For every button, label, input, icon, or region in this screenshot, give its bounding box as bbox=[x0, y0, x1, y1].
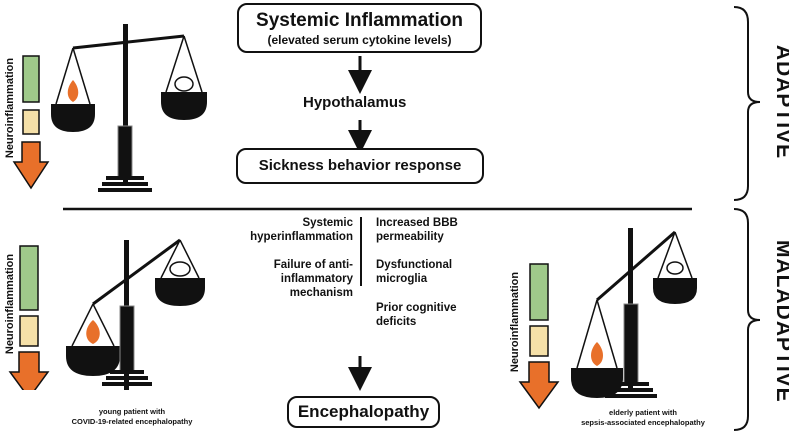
down-arrow-icon bbox=[518, 361, 560, 410]
maladaptive-label: MALADAPTIVE bbox=[772, 240, 789, 403]
scale-pole bbox=[123, 24, 128, 186]
brain-icon bbox=[174, 76, 194, 92]
systemic-inflammation-subtitle: (elevated serum cytokine levels) bbox=[267, 33, 452, 47]
bracket-icon bbox=[733, 208, 761, 431]
scale-beam bbox=[72, 34, 185, 50]
neuroinflammation-bar-green bbox=[529, 263, 549, 321]
scale-pan bbox=[161, 92, 207, 120]
elderly-patient-balance-scale bbox=[518, 228, 697, 410]
factor-prior-cognitive-deficits: Prior cognitive deficits bbox=[376, 302, 457, 328]
factor-dysfunctional-microglia: Dysfunctional microglia bbox=[376, 259, 453, 285]
down-arrow-icon bbox=[12, 141, 50, 190]
down-arrow-icon bbox=[8, 351, 50, 390]
flame-icon bbox=[86, 320, 100, 344]
factor-bbb-permeability: Increased BBB permeability bbox=[376, 217, 458, 243]
brain-icon bbox=[169, 261, 191, 277]
scale-beam bbox=[92, 238, 181, 306]
scale-pan bbox=[653, 278, 697, 304]
factor-anti-inflammatory-failure: Failure of anti- inflammatory mechanism bbox=[273, 259, 353, 299]
systemic-inflammation-box: Systemic Inflammation (elevated serum cy… bbox=[237, 3, 482, 53]
sickness-behavior-box: Sickness behavior response bbox=[236, 148, 484, 184]
scale-pan bbox=[66, 346, 120, 376]
young-patient-balance-scale bbox=[8, 238, 205, 390]
hypothalamus-label: Hypothalamus bbox=[303, 94, 407, 111]
elderly-patient-caption: elderly patient with sepsis-associated e… bbox=[581, 408, 705, 427]
bracket-icon bbox=[733, 6, 761, 201]
young-patient-caption: young patient with COVID-19-related ence… bbox=[71, 407, 193, 426]
scale-pan bbox=[155, 278, 205, 306]
neuroinflammation-bar-green bbox=[22, 55, 40, 103]
flame-icon bbox=[67, 80, 79, 102]
factor-systemic-hyperinflammation: Systemic hyperinflammation bbox=[250, 217, 353, 243]
scale-pan bbox=[51, 104, 95, 132]
flame-icon bbox=[591, 342, 603, 366]
adaptive-balance-scale bbox=[12, 24, 207, 192]
neuroinflammation-bar-green bbox=[19, 245, 39, 311]
neuroinflammation-bar-cream bbox=[22, 109, 40, 135]
neuroinflammation-bar-cream bbox=[19, 315, 39, 347]
scale-beam bbox=[596, 230, 676, 302]
systemic-inflammation-title: Systemic Inflammation bbox=[256, 10, 463, 31]
encephalopathy-box: Encephalopathy bbox=[287, 396, 440, 428]
neuroinflammation-label: Neuroinflammation bbox=[509, 271, 521, 373]
neuroinflammation-label: Neuroinflammation bbox=[4, 57, 16, 159]
adaptive-label: ADAPTIVE bbox=[772, 44, 789, 160]
neuroinflammation-label: Neuroinflammation bbox=[4, 253, 16, 355]
brain-icon bbox=[666, 261, 684, 275]
neuroinflammation-bar-cream bbox=[529, 325, 549, 357]
